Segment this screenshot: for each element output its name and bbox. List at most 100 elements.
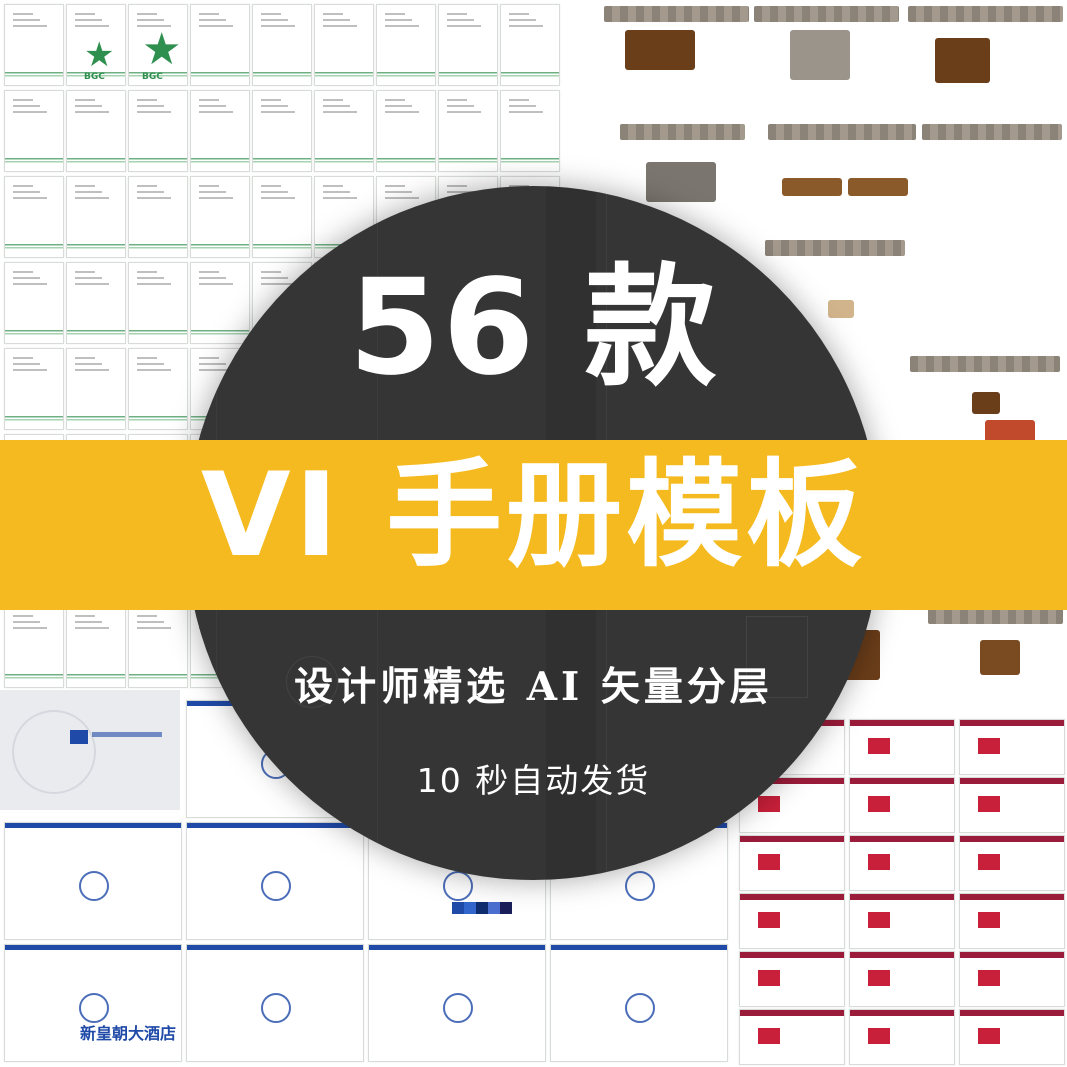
coffee-logo [935,38,990,83]
sign-sample [848,178,908,196]
page-strip [129,241,187,251]
page-header-bar [928,608,1063,624]
page-header-bar [5,945,181,950]
text-line [137,357,157,359]
manual-page-thumbnail [849,719,955,775]
manual-page-thumbnail [959,835,1065,891]
page-header-bar [922,124,1062,140]
text-line [75,197,109,199]
manual-page-thumbnail [128,348,188,430]
page-strip [191,241,249,251]
page-strip [129,413,187,423]
star-logo-icon: ★ [84,35,115,75]
text-line [199,19,226,21]
page-header-bar [960,1010,1064,1016]
hotel-emblem-icon [443,993,473,1023]
manual-page-thumbnail [849,835,955,891]
text-line [75,369,109,371]
text-line [75,111,109,113]
stationery-sample [978,738,1000,754]
page-strip [5,413,63,423]
page-strip [501,155,559,165]
text-line [13,627,47,629]
manual-page-thumbnail [314,4,374,86]
page-strip [191,69,249,79]
text-line [13,357,33,359]
page-header-bar [850,952,954,958]
page-strip [439,155,497,165]
manual-page-thumbnail [186,822,364,940]
text-line [13,13,33,15]
page-header-bar [187,823,363,828]
text-line [137,615,157,617]
manual-page-thumbnail [4,262,64,344]
stationery-sample [868,854,890,870]
page-strip [253,155,311,165]
text-line [323,19,350,21]
text-line [385,185,405,187]
text-line [323,185,343,187]
manual-page-thumbnail [128,606,188,688]
manual-page-thumbnail [66,606,126,688]
text-line [13,283,47,285]
coffee-logo [625,30,695,70]
text-line [199,111,233,113]
text-line [199,105,226,107]
blue-vi-manual-collage: 新皇朝大酒店 [0,690,735,1067]
page-header-bar [850,1010,954,1016]
brand-text: BGC [142,72,163,82]
page-strip [129,155,187,165]
page-strip [191,155,249,165]
page-strip [315,155,373,165]
manual-page-thumbnail [438,4,498,86]
text-line [13,369,47,371]
manual-page-thumbnail [368,944,546,1062]
page-strip [129,671,187,681]
text-line [75,191,102,193]
manual-page-thumbnail [252,176,312,258]
page-header-bar [960,836,1064,842]
manual-page-thumbnail [128,90,188,172]
cover-title-line [92,732,162,737]
manual-page-thumbnail [959,1009,1065,1065]
page-header-bar [960,720,1064,726]
text-line [75,13,95,15]
text-line [199,197,233,199]
texture-page [746,616,808,698]
stationery-sample [758,1028,780,1044]
page-strip [67,155,125,165]
text-line [509,111,543,113]
manual-page-thumbnail [739,1009,845,1065]
text-line [13,621,40,623]
stationery-sample [758,854,780,870]
text-line [137,627,171,629]
text-line [199,357,219,359]
hotel-emblem-icon [625,993,655,1023]
text-line [75,277,102,279]
text-line [199,191,226,193]
text-line [447,191,474,193]
text-line [261,197,295,199]
text-line [509,99,529,101]
text-line [509,13,529,15]
manual-page-thumbnail [66,90,126,172]
page-strip [5,155,63,165]
hotel-name: 新皇朝大酒店 [80,1024,177,1043]
manual-page-thumbnail [739,835,845,891]
text-line [323,111,357,113]
manual-page-thumbnail [66,176,126,258]
text-line [323,197,357,199]
text-line [261,191,288,193]
logo-grid [646,162,716,202]
manual-page-thumbnail [190,90,250,172]
hotel-logo-icon [70,730,88,744]
stationery-sample [978,912,1000,928]
text-line [261,19,288,21]
delivery-note: 10 秒自动发货 [416,761,651,800]
text-line [323,191,350,193]
text-line [261,111,295,113]
page-strip [253,69,311,79]
text-line [13,615,33,617]
page-strip [129,327,187,337]
page-header-bar [551,945,727,950]
